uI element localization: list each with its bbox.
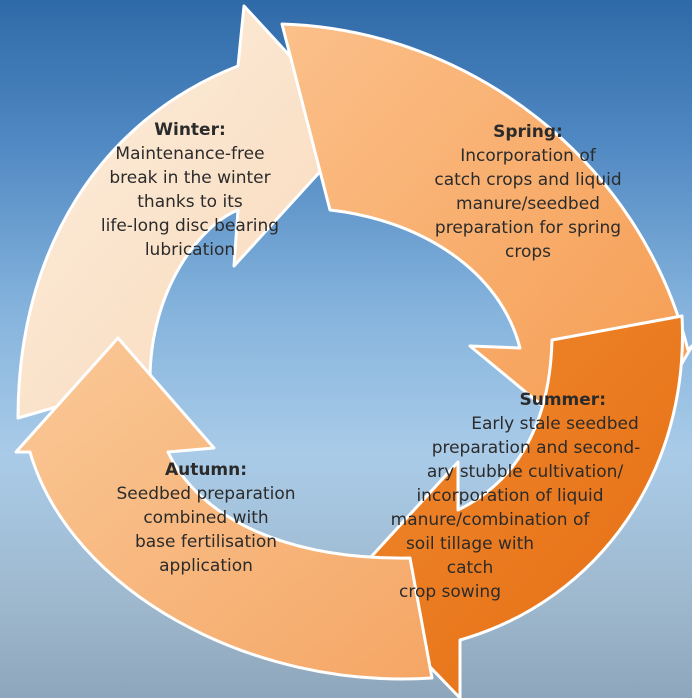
autumn-description: Seedbed preparation combined with base f… <box>116 484 296 576</box>
spring-description: Incorporation of catch crops and liquid … <box>434 146 622 262</box>
summer-line: Early stale seedbed <box>471 414 639 434</box>
spring-title: Spring: <box>493 122 563 142</box>
winter-label: Winter: Maintenance-free break in the wi… <box>78 118 302 262</box>
autumn-title: Autumn: <box>164 460 248 480</box>
summer-label: Summer: Early stale seedbed preparation … <box>380 388 670 604</box>
winter-description: Maintenance-free break in the winter tha… <box>100 144 280 260</box>
autumn-label: Autumn: Seedbed preparation combined wit… <box>100 458 312 578</box>
summer-line: soil tillage with catch <box>405 534 535 578</box>
spring-label: Spring: Incorporation of catch crops and… <box>408 120 648 264</box>
summer-line: manure/combination of <box>390 510 590 530</box>
autumn-arrow <box>14 336 434 681</box>
winter-arrow <box>16 4 360 420</box>
summer-line: crop sowing <box>398 582 501 602</box>
summer-line: incorporation of liquid <box>416 486 604 506</box>
summer-arrow <box>346 314 684 698</box>
winter-title: Winter: <box>154 120 226 140</box>
summer-title: Summer: <box>519 390 607 410</box>
summer-line: ary stubble cultivation/ <box>426 462 624 482</box>
summer-line: preparation and second- <box>431 438 641 458</box>
